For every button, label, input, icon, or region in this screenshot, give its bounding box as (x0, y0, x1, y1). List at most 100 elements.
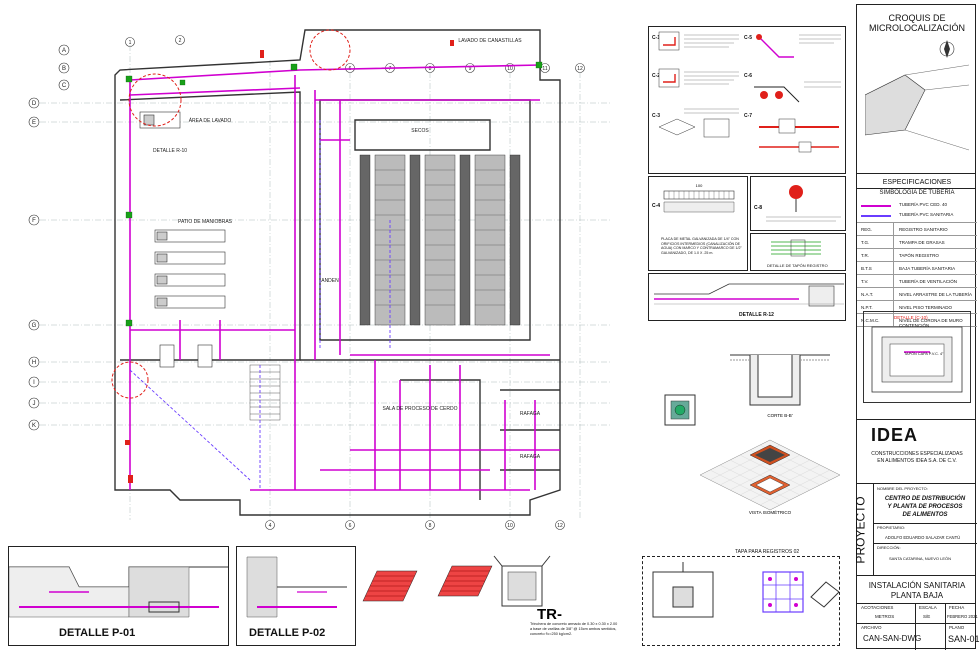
svg-text:11: 11 (542, 66, 547, 72)
svg-text:E: E (32, 120, 36, 126)
nombre-label: NOMBRE DEL PROYECTO: (877, 486, 928, 491)
propietario-label: PROPIETARIO: (877, 525, 906, 530)
legend-row: T.V.TUBERÍA DE VENTILACIÓN (857, 275, 977, 288)
svg-text:9: 9 (469, 66, 472, 72)
vehicles (139, 111, 226, 368)
detalle-p01-box: DETALLE P-01 (8, 546, 229, 646)
drawing-title-1: INSTALACIÓN SANITARIA (868, 581, 966, 590)
svg-text:A: A (62, 48, 66, 54)
room-label-rafaga-1: RAFAGA (520, 411, 541, 417)
project-name-3: DE ALIMENTOS (902, 512, 948, 518)
placa-detail: C-4 100 PLACA DE METAL GALVANIZADA DE 1/… (648, 176, 748, 271)
placa-text: PLACA DE METAL GALVANIZADA DE 1/4" CON O… (661, 237, 742, 255)
project-name-2: Y PLANTA DE PROCESOS (887, 504, 963, 510)
abbreviation-table: REG.REGISTRO SANITARIO T.G.TRAMPA DE GRA… (857, 222, 977, 328)
legend-row: T.R.TAPÓN REGISTRO (857, 249, 977, 262)
svg-text:F: F (32, 218, 36, 224)
pipe-swatch (861, 215, 891, 217)
registro-corte: CORTE B-B' (730, 354, 830, 418)
room-label-secos: SECOS (411, 128, 429, 134)
svg-text:C: C (62, 83, 67, 89)
pipe-legend-item: TUBERÍA PVC SANITARIA (861, 212, 973, 220)
vista-isometrico: VISTA ISOMÉTRICO (699, 439, 841, 515)
tapon-registro-detail: DETALLE DE TAPÓN REGISTRO (750, 233, 846, 271)
axis-bubbles-bottom: 4 6 8 10 12 (265, 520, 565, 530)
escala: S/E (923, 614, 931, 619)
pipe-legend-item: TUBERÍA PVC CED. 40 (861, 202, 973, 210)
svg-text:C-3: C-3 (652, 113, 660, 119)
fecha-label: FECHA (949, 605, 965, 610)
svg-text:10: 10 (507, 523, 513, 529)
company-name-2: EN ALIMENTOS IDEA S.A. DE C.V. (877, 458, 957, 464)
simbologia-title: SIMBOLOGÍA DE TUBERÍA (879, 190, 955, 196)
croquis-title-1: CROQUIS DE (888, 13, 946, 23)
svg-text:2: 2 (179, 38, 182, 44)
company-logo: IDEA (871, 425, 919, 445)
plano-label: PLANO (949, 625, 965, 630)
room-label-lavado-canastillas: LAVADO DE CANASTILLAS (458, 38, 522, 44)
c8-detail: C-8 (750, 176, 846, 231)
pipe-legend: TUBERÍA PVC CED. 40 TUBERÍA PVC SANITARI… (857, 198, 977, 222)
direccion-label: DIRECCIÓN: (877, 545, 901, 550)
north-arrow-icon (939, 40, 955, 58)
svg-text:4: 4 (269, 523, 272, 529)
legend-row: N.P.T.NIVEL PISO TERMINADO (857, 301, 977, 314)
pipe-swatch (861, 205, 891, 207)
registro-planta (664, 394, 696, 426)
svg-text:7: 7 (389, 66, 392, 72)
escala-label: ESCALA (919, 605, 937, 610)
svg-text:C-4: C-4 (652, 203, 660, 209)
svg-text:G: G (32, 323, 37, 329)
project-name-1: CENTRO DE DISTRIBUCIÓN (884, 496, 966, 502)
detalle-p02-title: DETALLE P-02 (249, 627, 326, 639)
company-name-1: CONSTRUCCIONES ESPECIALIZADAS (871, 451, 963, 457)
room-label-anden: ANDEN (321, 278, 339, 284)
storage-racks (359, 154, 521, 326)
room-label-sala-proceso: SALA DE PROCESO DE CERDO (382, 406, 457, 412)
svg-text:I: I (33, 380, 35, 386)
location-sketch (865, 40, 969, 151)
tr2-title: TR-2 (537, 606, 562, 623)
proyecto-label: PROYECTO (854, 483, 874, 575)
svg-text:C-8: C-8 (754, 205, 762, 211)
detalle-p02-box: DETALLE P-02 (236, 546, 356, 646)
archivo: CAN-SAN-DWG (863, 634, 922, 643)
svg-text:C-5: C-5 (744, 35, 752, 41)
room-label-patio-maniobras: PATIO DE MANIOBRAS (178, 219, 233, 225)
detalle-r12-title: DETALLE R-12 (739, 312, 774, 318)
svg-text:B: B (62, 66, 66, 72)
svg-text:J: J (33, 401, 36, 407)
floor-plan: A B C D E F G H I J K 1 2 6 7 8 9 10 11 … (28, 29, 610, 530)
svg-text:C-7: C-7 (744, 113, 752, 119)
svg-text:1: 1 (129, 40, 132, 46)
tapa-registros-drawing (652, 562, 840, 618)
svg-text:12: 12 (557, 523, 563, 529)
plano: SAN-01 (948, 634, 980, 644)
acotaciones-label: ACOTACIONES (861, 605, 894, 610)
vista-isometrico-title: VISTA ISOMÉTRICO (749, 509, 792, 515)
detalle-p02-drawing (246, 556, 347, 618)
svg-text:12: 12 (577, 66, 583, 72)
svg-text:6: 6 (349, 523, 352, 529)
detalle-tapon-title: DETALLE DE TAPÓN REGISTRO (767, 263, 828, 268)
propietario: ADOLFO EDUARDO SALAZAR CANTÚ (885, 535, 961, 540)
room-label-area-lavado: ÁREA DE LAVADO (189, 117, 232, 124)
vent-pipes (129, 120, 391, 490)
croquis-title-2: MICROLOCALIZACIÓN (868, 23, 965, 33)
legend-row: REG.REGISTRO SANITARIO (857, 223, 977, 236)
tr2-drawings: TR-2 (362, 555, 562, 623)
legend-row: N.A.T.NIVEL ARRASTRE DE LA TUBERÍA (857, 288, 977, 301)
detalle-p01-drawing (8, 566, 228, 618)
svg-text:10: 10 (507, 66, 513, 72)
svg-text:C-6: C-6 (744, 73, 752, 79)
especificaciones-title: ESPECIFICACIONES (882, 179, 952, 186)
conexiones-panel: C-1 C-2 C-3 C-5 C-6 C-7 (648, 26, 846, 174)
drawing-title-2: PLANTA BAJA (890, 591, 944, 600)
tr2-note: Trinchera de concreto armado de 0.30 x 0… (530, 622, 618, 636)
svg-text:8: 8 (429, 66, 432, 72)
svg-text:C-2: C-2 (652, 73, 660, 79)
svg-text:D: D (32, 101, 37, 107)
detalle-p01-title: DETALLE P-01 (59, 627, 136, 639)
